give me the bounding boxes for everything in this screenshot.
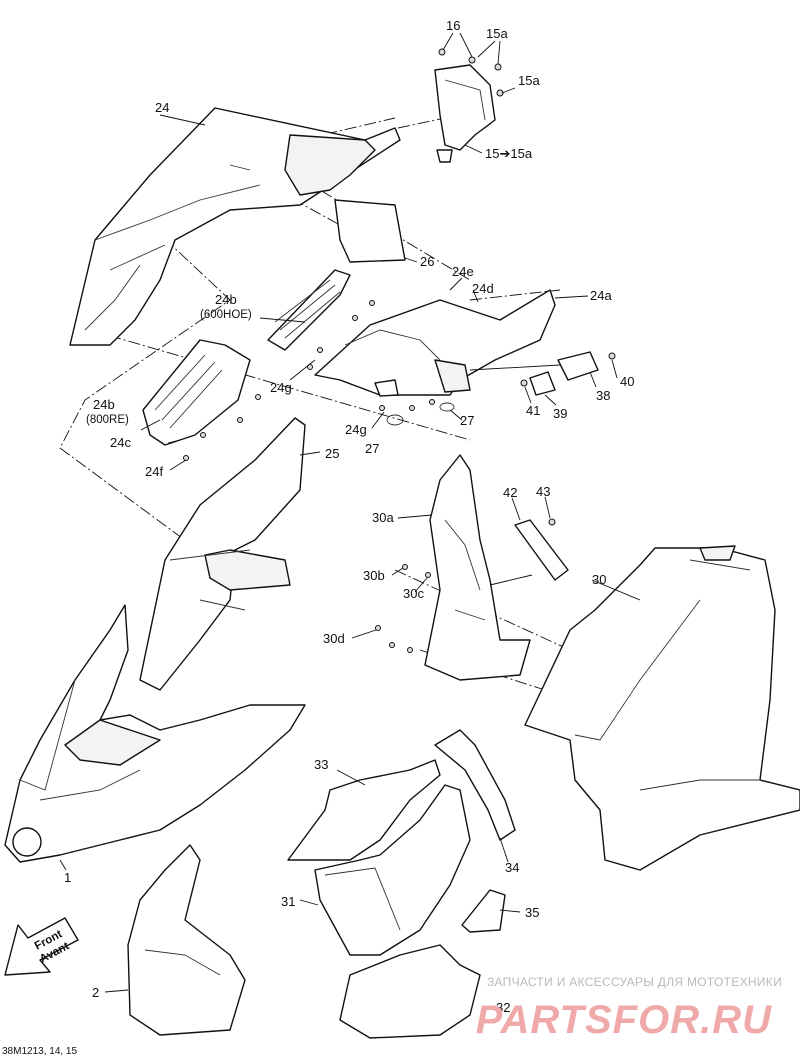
callout-34: 34 — [505, 860, 519, 875]
part-24a-side-vent — [314, 289, 556, 426]
callout-24b-600: 24b — [215, 292, 237, 307]
callout-24e: 24e — [452, 264, 474, 279]
callout-25: 25 — [325, 446, 339, 461]
part-34-strip — [434, 729, 516, 841]
front-direction-arrow: Front Avant — [4, 917, 79, 976]
part-30-fairing — [524, 545, 800, 871]
watermark-logo: PARTSFOR.RU — [475, 998, 772, 1042]
callout-24c: 24c — [110, 435, 131, 450]
callout-15a-right: 15a — [518, 73, 540, 88]
part-31-side-cover — [314, 784, 471, 956]
callout-27-bottom: 27 — [365, 441, 379, 456]
callout-38: 38 — [596, 388, 610, 403]
callout-30b: 30b — [363, 568, 385, 583]
callout-24b-800: 24b — [93, 397, 115, 412]
part-2-lower-nose — [127, 844, 246, 1036]
callout-2: 2 — [92, 985, 99, 1000]
watermark-caption: ЗАПЧАСТИ И АКСЕССУАРЫ ДЛЯ МОТОТЕХНИКИ — [486, 975, 782, 989]
callout-41: 41 — [526, 403, 540, 418]
part-26-insert — [334, 199, 406, 263]
part-35-tab — [461, 889, 506, 933]
callout-35: 35 — [525, 905, 539, 920]
part-24-upper-hood — [69, 107, 401, 346]
callout-42: 42 — [503, 485, 517, 500]
part-30a-support — [375, 454, 569, 681]
callout-30: 30 — [592, 572, 606, 587]
callout-30a: 30a — [372, 510, 394, 525]
part-1-nose — [4, 604, 306, 863]
callout-26: 26 — [420, 254, 434, 269]
callout-24a: 24a — [590, 288, 612, 303]
callout-1: 1 — [64, 870, 71, 885]
parts-38-41-hardware — [469, 351, 616, 396]
callout-30c: 30c — [403, 586, 424, 601]
callout-24g-bottom: 24g — [345, 422, 367, 437]
callout-27-right: 27 — [460, 413, 474, 428]
part-24b-800re-grille — [142, 339, 261, 461]
callout-39: 39 — [553, 406, 567, 421]
callout-15-to-15a: 15➔15a — [485, 146, 533, 161]
figure-reference: 38M1213, 14, 15 — [2, 1046, 78, 1057]
part-25-side-panel — [139, 417, 306, 691]
part-32-lower-cover — [339, 944, 481, 1039]
callout-33: 33 — [314, 757, 328, 772]
callout-24: 24 — [155, 100, 169, 115]
callout-15a-top: 15a — [486, 26, 508, 41]
callout-24f: 24f — [145, 464, 163, 479]
callout-24b-800-sub: (800RE) — [86, 414, 129, 426]
part-33-panel — [287, 759, 441, 861]
callout-30d: 30d — [323, 631, 345, 646]
leader-lines — [59, 32, 641, 993]
callout-32: 32 — [496, 1000, 510, 1015]
callout-24d: 24d — [472, 281, 494, 296]
callout-40: 40 — [620, 374, 634, 389]
callout-labels: 24 16 15a 15a 15➔15a 26 24e 24d 24a 24b … — [64, 18, 634, 1015]
callout-24g-top: 24g — [270, 380, 292, 395]
callout-31: 31 — [281, 894, 295, 909]
callout-16: 16 — [446, 18, 460, 33]
part-16-bracket — [434, 48, 504, 163]
callout-43: 43 — [536, 484, 550, 499]
callout-24b-600-sub: (600HOE) — [200, 309, 252, 321]
